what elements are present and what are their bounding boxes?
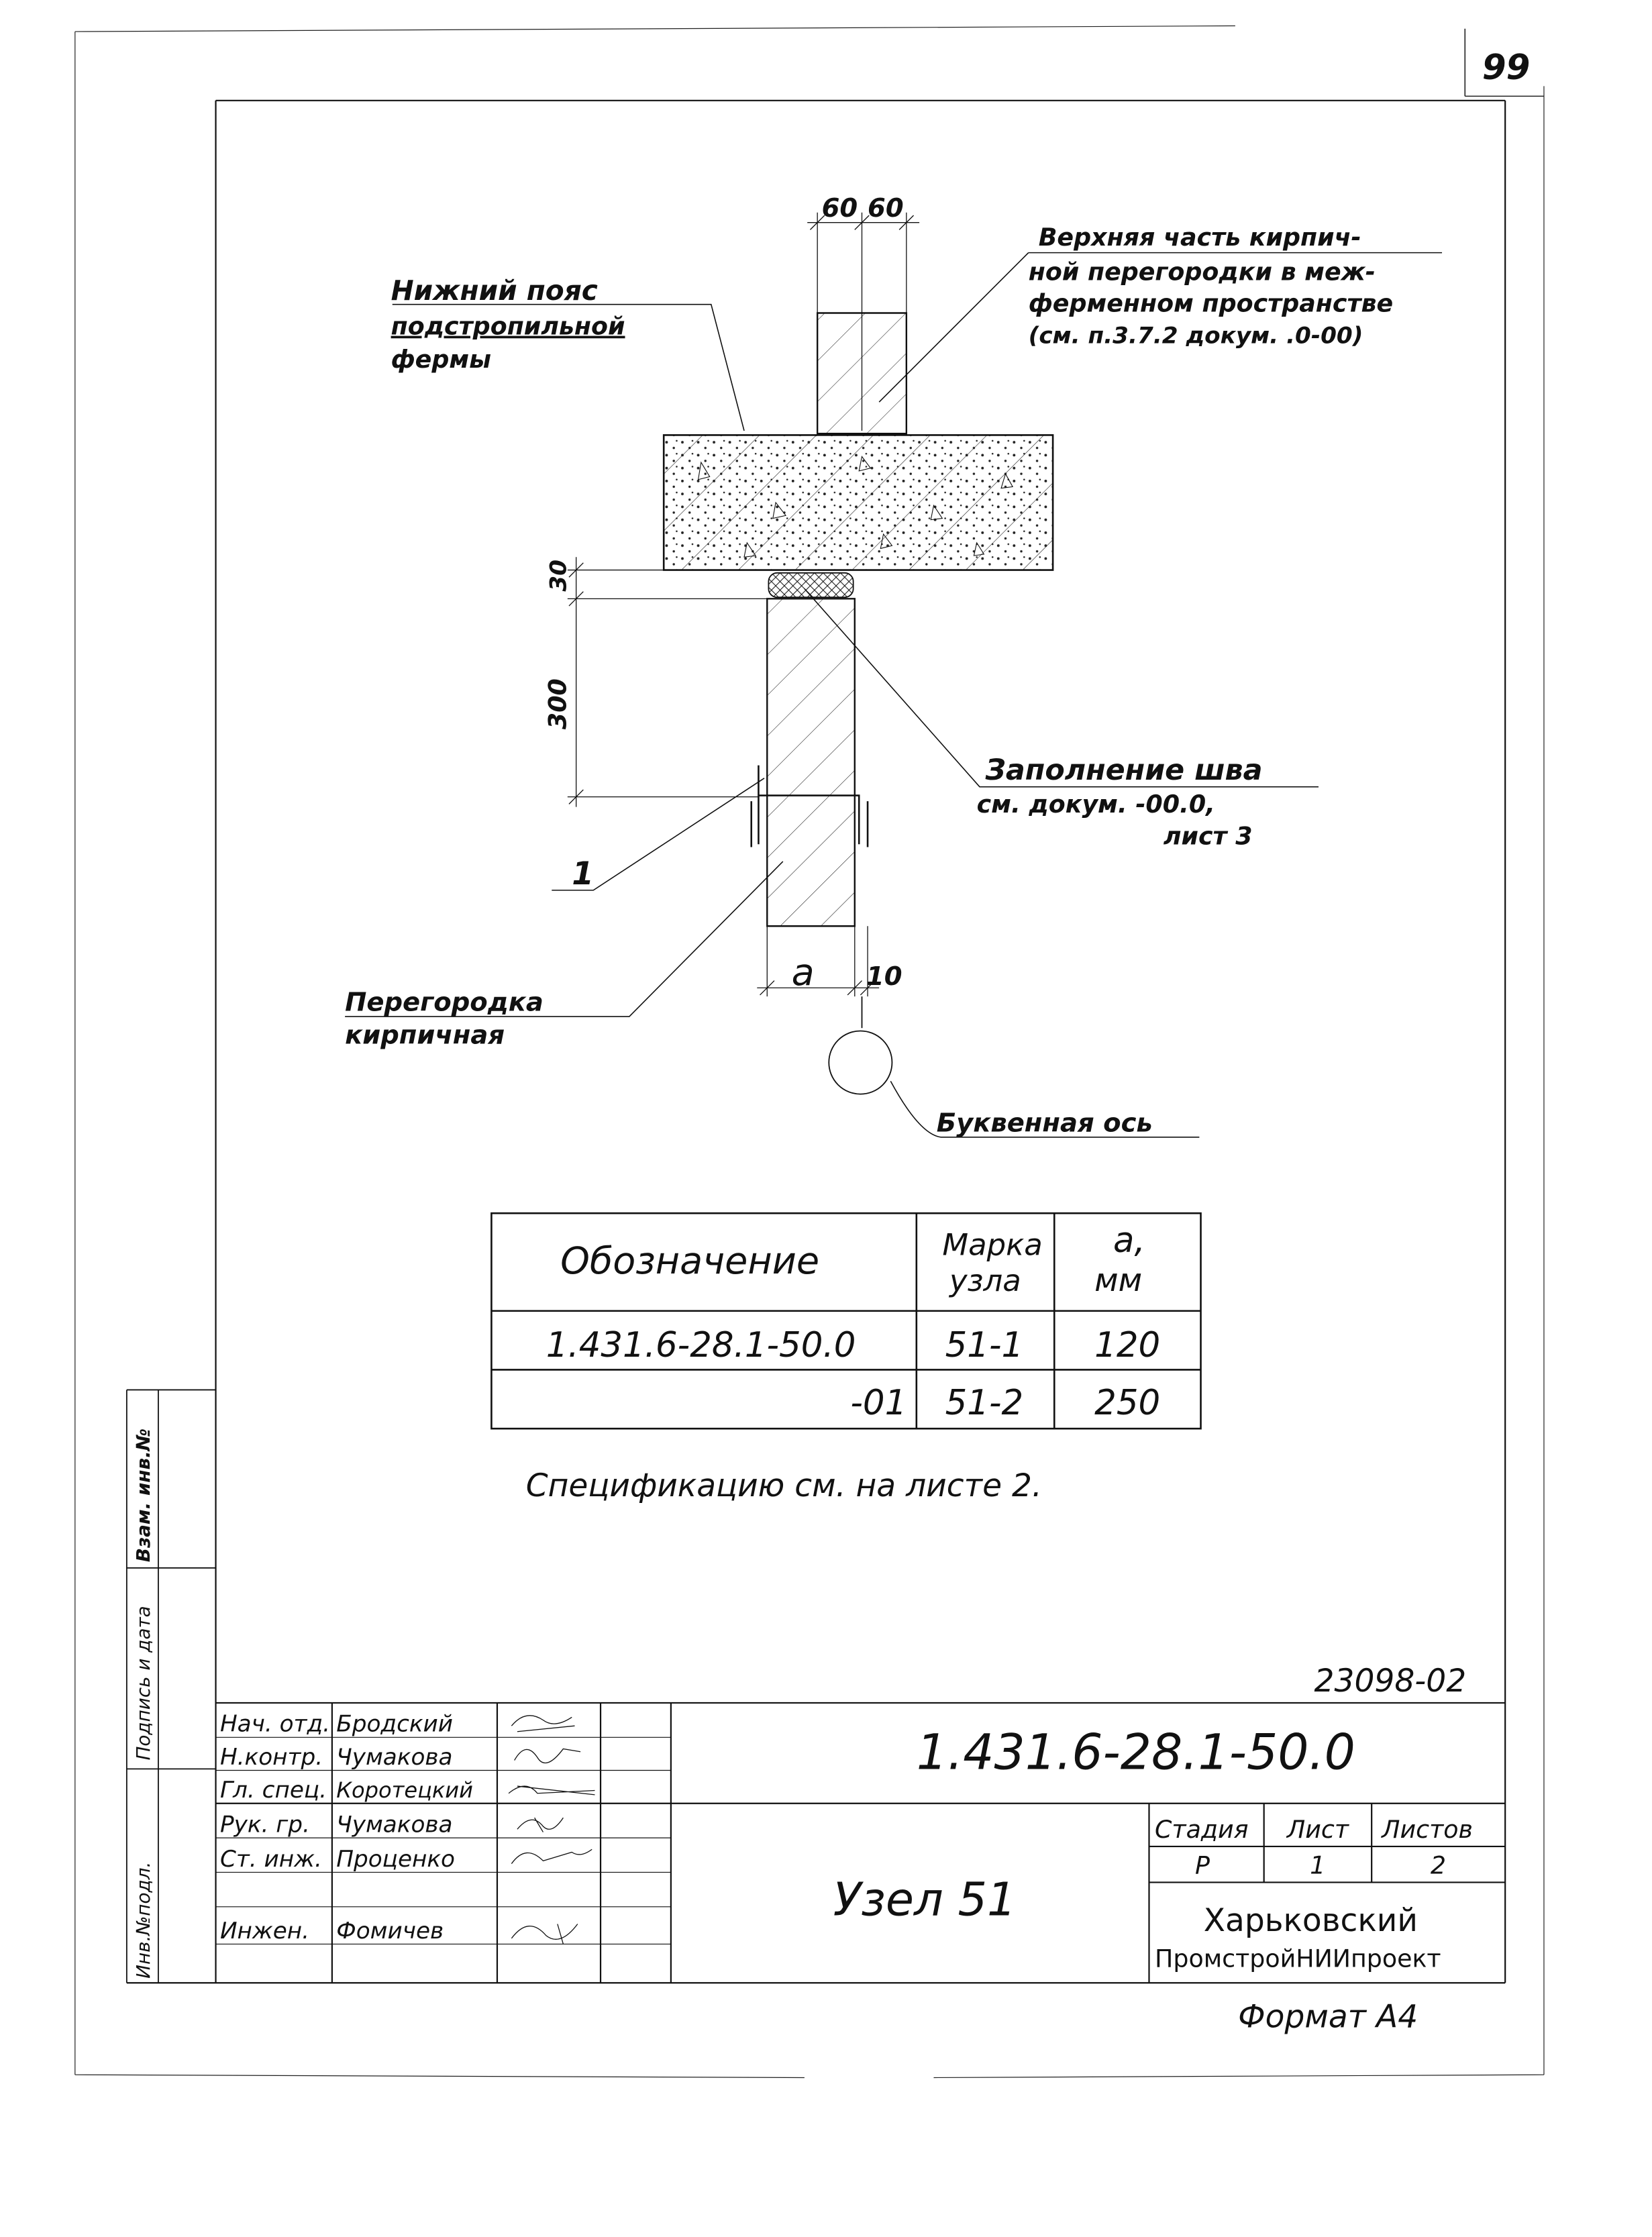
- detail-drawing: 60 60 30 300 a 10: [345, 193, 1442, 1138]
- tb-name: Фомичев: [336, 1918, 444, 1944]
- callout-upper-wall-line: ферменном пространстве: [1029, 289, 1393, 317]
- callout-upper-wall-line: (см. п.3.7.2 докум. .0-00): [1029, 322, 1363, 349]
- dim-top-right: 60: [868, 193, 904, 223]
- tb-role: Н.контр.: [220, 1744, 323, 1771]
- spec-row-a: 120: [1094, 1325, 1160, 1365]
- spec-header-mark: узла: [948, 1263, 1021, 1298]
- item-one-label: 1: [572, 855, 594, 892]
- callout-truss-line: подстропильной: [391, 312, 625, 341]
- tb-name: Проценко: [336, 1846, 455, 1873]
- side-stamp: Инв.№подл. Подпись и дата Взам. инв.№: [127, 1390, 216, 1983]
- tb-name: Чумакова: [336, 1744, 452, 1771]
- spec-row-designation: 1.431.6-28.1-50.0: [546, 1325, 856, 1365]
- format-note: Формат А4: [1238, 1999, 1418, 2036]
- tb-org: ПромстройНИИпроект: [1155, 1944, 1441, 1973]
- callout-truss-line: Нижний пояс: [391, 274, 598, 307]
- callout-partition-line: кирпичная: [345, 1021, 505, 1051]
- tb-role: Нач. отд.: [220, 1711, 330, 1738]
- tb-role: Ст. инж.: [220, 1846, 322, 1873]
- spec-table: Обозначение Марка узла a, мм 1.431.6-28.…: [491, 1213, 1200, 1428]
- side-stamp-label: Инв.№подл.: [132, 1862, 154, 1979]
- tb-role: Рук. гр.: [220, 1812, 310, 1838]
- page-number-box: 99: [1465, 29, 1544, 97]
- callout-upper-wall: Верхняя часть кирпич- ной перегородки в …: [1029, 223, 1393, 350]
- tb-sheets-header: Листов: [1380, 1815, 1473, 1844]
- dim-top: [807, 213, 919, 431]
- callout-truss: Нижний пояс подстропильной фермы: [391, 274, 625, 374]
- callout-joint-line: см. докум. -00.0,: [977, 790, 1215, 819]
- spec-note: Спецификацию см. на листе 2.: [526, 1467, 1042, 1504]
- inner-frame: [127, 101, 1505, 1983]
- tb-sheet: 1: [1310, 1851, 1325, 1880]
- spec-row-designation: -01: [850, 1383, 907, 1423]
- signature-marks: [509, 1716, 595, 1944]
- callout-partition: Перегородка кирпичная: [345, 988, 544, 1051]
- tb-sheet-header: Лист: [1286, 1815, 1350, 1844]
- axis-marker: [829, 996, 892, 1094]
- tb-name: Чумакова: [336, 1812, 452, 1838]
- dim-top-left: 60: [822, 193, 858, 223]
- spec-row-a: 250: [1094, 1383, 1160, 1423]
- callout-truss-line: фермы: [391, 345, 491, 374]
- dim-bottom: [757, 926, 879, 996]
- spec-header-mark: Марка: [942, 1227, 1042, 1262]
- dim-a: a: [792, 951, 815, 994]
- callout-joint-line: лист 3: [1164, 821, 1253, 850]
- archive-number: 23098-02: [1314, 1663, 1467, 1700]
- tb-name: Бродский: [336, 1711, 453, 1738]
- dim-gap: 30: [546, 560, 572, 592]
- side-stamp-label: Взам. инв.№: [132, 1428, 154, 1562]
- dim-ten: 10: [866, 961, 902, 992]
- callout-partition-line: Перегородка: [345, 988, 544, 1018]
- tb-name: Коротецкий: [336, 1777, 473, 1803]
- dim-height: 300: [544, 678, 572, 729]
- tb-stage: Р: [1195, 1851, 1210, 1880]
- tb-role: Инжен.: [220, 1918, 309, 1944]
- spec-header-a: a,: [1113, 1220, 1145, 1261]
- tb-stage-header: Стадия: [1155, 1815, 1249, 1844]
- leader-lines: [345, 253, 1442, 1137]
- callout-joint: Заполнение шва см. докум. -00.0, лист 3: [977, 753, 1263, 850]
- spec-header-a: мм: [1094, 1262, 1142, 1299]
- tb-org: Харьковский: [1204, 1902, 1418, 1939]
- lower-brick-partition: [767, 599, 855, 926]
- axis-circle: [829, 1031, 892, 1094]
- tb-sheets: 2: [1431, 1851, 1446, 1880]
- spec-row-mark: 51-2: [945, 1383, 1024, 1423]
- callout-axis: Буквенная ось: [937, 1108, 1153, 1138]
- spec-row-mark: 51-1: [945, 1325, 1024, 1365]
- tb-role: Гл. спец.: [220, 1777, 327, 1804]
- steel-angle: [752, 766, 868, 847]
- truss-bottom-chord: [664, 435, 1053, 570]
- title-block: Нач. отд. Бродский Н.контр. Чумакова Гл.…: [216, 1703, 1506, 1983]
- drawing-title: Узел 51: [833, 1873, 1017, 1927]
- page-number: 99: [1482, 48, 1530, 88]
- spec-header-designation: Обозначение: [560, 1239, 819, 1283]
- callout-upper-wall-line: ной перегородки в меж-: [1029, 257, 1376, 286]
- side-stamp-label: Подпись и дата: [132, 1606, 154, 1760]
- callout-joint-line: Заполнение шва: [985, 753, 1263, 787]
- callout-upper-wall-line: Верхняя часть кирпич-: [1039, 223, 1361, 252]
- dim-left: [568, 557, 769, 807]
- document-code: 1.431.6-28.1-50.0: [917, 1724, 1355, 1781]
- joint-filler: [768, 573, 853, 597]
- outer-frame: [75, 26, 1544, 2078]
